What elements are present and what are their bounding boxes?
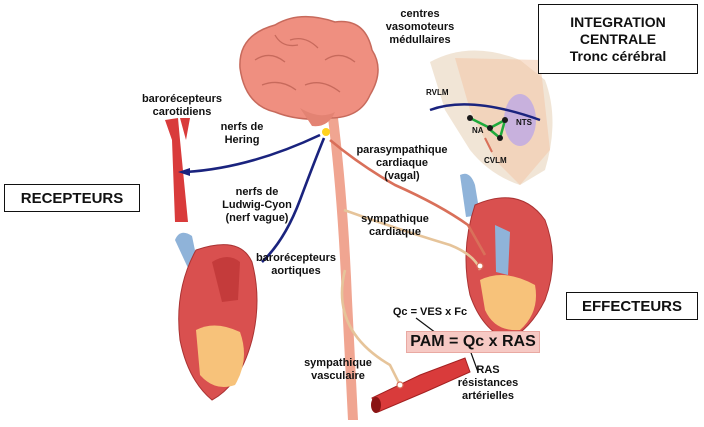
ludwig-cyon-nerve: [261, 137, 326, 263]
afferent-nerves: [185, 133, 326, 263]
hering-nerve-label: nerfs de Hering: [220, 121, 264, 146]
effecteurs-label: EFFECTEURS: [581, 297, 682, 315]
parasympathetic-nerve: [329, 139, 487, 256]
sympathetic-vascular-nerve: [340, 269, 402, 386]
rvlm-label: RVLM: [426, 88, 449, 97]
ras-label: RAS résistances artérielles: [457, 364, 519, 402]
sympathetic-cardiac-nerve: [343, 208, 482, 271]
pam-formula-box: PAM = Qc x RAS: [406, 331, 540, 353]
brain: [239, 15, 379, 136]
centres-vasomoteurs-label: centres vasomoteurs médullaires: [385, 8, 455, 46]
integration-line-1: INTEGRATION: [570, 13, 666, 30]
baroreceptors-aortic-label: barorécepteurs aortiques: [255, 252, 337, 277]
ludwig-cyon-label: nerfs de Ludwig-Cyon (nerf vague): [222, 186, 292, 224]
integration-line-3: Tronc cérébral: [569, 47, 667, 64]
effecteurs-box: EFFECTEURS: [566, 292, 698, 320]
brainstem-center-dot: [322, 128, 330, 136]
right-heart: [460, 173, 553, 341]
integration-line-2: CENTRALE: [579, 30, 657, 47]
na-label: NA: [472, 126, 484, 135]
recepteurs-label: RECEPTEURS: [20, 189, 124, 207]
brainstem-inset: [429, 50, 553, 185]
cvlm-label: CVLM: [484, 156, 507, 165]
left-heart: [175, 232, 258, 401]
efferent-nerves: [329, 139, 487, 386]
sympathetic-cardiac-label: sympathique cardiaque: [361, 213, 429, 238]
hering-nerve: [185, 133, 321, 174]
parasympathetic-label: parasympathique cardiaque (vagal): [356, 144, 448, 182]
baroreceptors-carotid-label: barorécepteurs carotidiens: [141, 93, 223, 118]
integration-centrale-box: INTEGRATION CENTRALE Tronc cérébral: [538, 4, 698, 74]
recepteurs-box: RECEPTEURS: [4, 184, 140, 212]
qc-formula: Qc = VES x Fc: [392, 306, 468, 318]
nts-region: [504, 94, 536, 146]
ras-pointer: [469, 349, 479, 373]
spinal-cord: [328, 118, 358, 420]
carotid-artery: [165, 118, 190, 222]
nts-label: NTS: [516, 118, 532, 127]
pam-formula: PAM = Qc x RAS: [410, 333, 536, 350]
hering-arrow: [178, 168, 190, 176]
sympathetic-vascular-label: sympathique vasculaire: [304, 357, 372, 382]
